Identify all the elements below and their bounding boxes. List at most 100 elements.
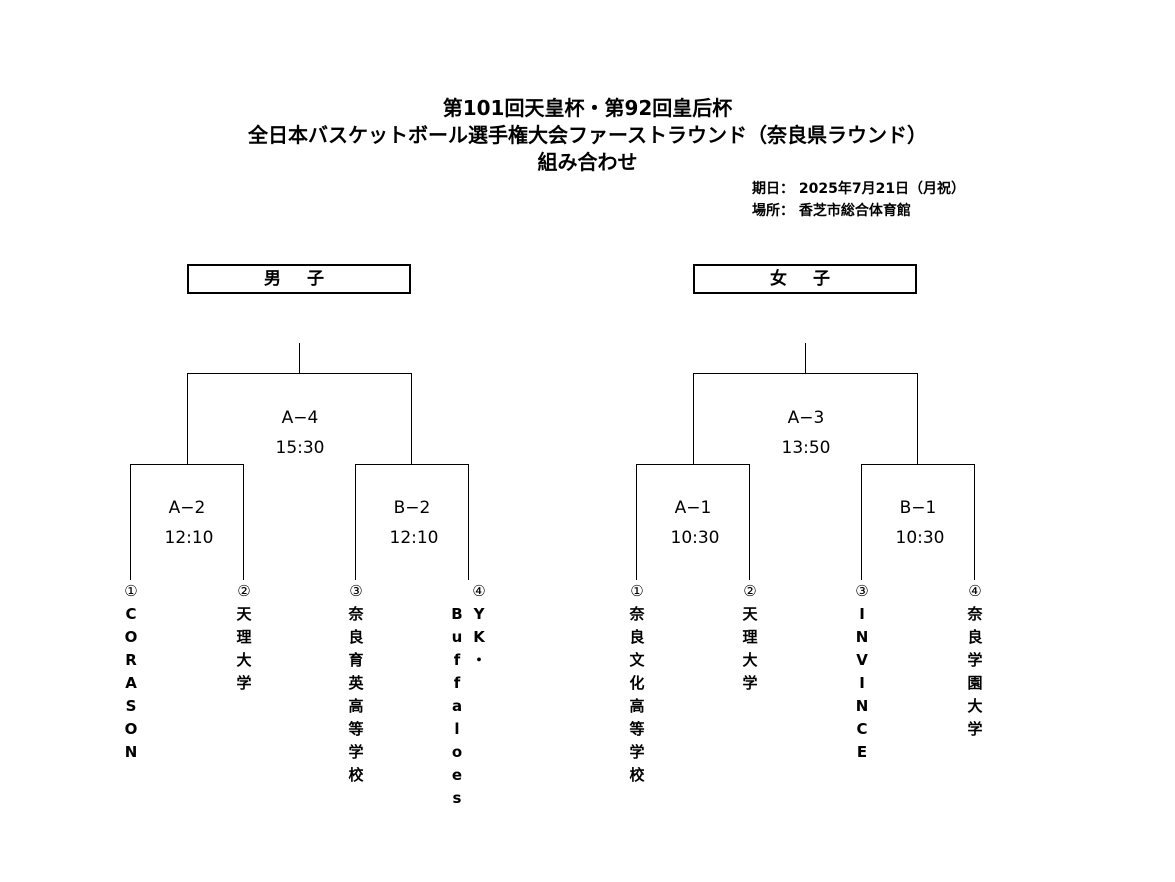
team-name-char: 大 [742,651,758,669]
team-name-char: 校 [348,766,364,784]
team-name-char: O [124,628,138,646]
men-final-time: 15:30 [275,438,325,458]
team-name-char: E [856,743,868,761]
team-name-char: 奈 [348,605,364,623]
women-heading: 女 子 [693,264,917,294]
men-semi2-bar [355,464,469,465]
team-name-char: A [125,674,137,692]
team-name-char: 校 [629,766,645,784]
team-name-char: I [859,605,865,623]
men-semi1-bar [130,464,244,465]
team-name-char: C [856,720,868,738]
women-final-stem [805,343,806,373]
team-name-char: 高 [629,697,645,715]
men-final-code: A−4 [281,408,319,428]
team-name-char: 学 [967,651,983,669]
men-team-3: ③ 奈良育英高等学校 [345,580,367,787]
team-name-char: S [125,697,137,715]
team-name-char: e [451,766,463,784]
men-semi2-left-leg [355,464,356,580]
team-name-char: 理 [236,628,252,646]
women-semi1-bar [636,464,750,465]
men-final-left-leg [187,373,188,464]
seed-mark: ② [237,582,251,600]
team-name-char: B [451,605,463,623]
team-name-char: Y [473,605,485,623]
women-semi1-time: 10:30 [670,528,720,548]
title-line-2: 全日本バスケットボール選手権大会ファーストラウンド（奈良県ラウンド） [248,123,927,147]
team-name-char: 大 [967,697,983,715]
event-venue: 場所： 香芝市総合体育館 [752,203,911,219]
team-name-char: 良 [348,628,364,646]
team-name-char: 奈 [629,605,645,623]
women-semi1-left-leg [636,464,637,580]
men-final-right-leg [411,373,412,464]
team-name-char: 育 [348,651,364,669]
title-line-1: 第101回天皇杯・第92回皇后杯 [442,96,733,120]
seed-mark: ③ [855,582,869,600]
team-name-char: f [453,674,461,692]
team-name-char: R [125,651,137,669]
team-name-char: f [453,651,461,669]
seed-mark: ① [124,582,138,600]
team-name-char: C [125,605,137,623]
team-name-char: 文 [629,651,645,669]
seed-mark: ④ [472,582,486,600]
team-name-char: V [856,651,868,669]
team-name-char: s [452,789,462,807]
women-semi2-code: B−1 [899,498,937,518]
seed-mark: ① [630,582,644,600]
women-semi2-bar [861,464,975,465]
title-line-3: 組み合わせ [537,150,638,174]
team-name-char: 学 [742,674,758,692]
seed-mark: ④ [968,582,982,600]
women-final-time: 13:50 [781,438,831,458]
team-name-char: 良 [629,628,645,646]
team-name-char: 大 [236,651,252,669]
team-name-char: u [451,628,463,646]
team-name-char: 天 [236,605,252,623]
team-name-char: 等 [629,720,645,738]
seed-mark: ② [743,582,757,600]
men-semi1-right-leg [243,464,244,580]
team-name-char: O [124,720,138,738]
team-name-char: N [855,697,869,715]
team-name-char: 良 [967,628,983,646]
women-final-bar [693,373,918,374]
event-date: 期日： 2025年7月21日（月祝） [752,181,966,197]
seed-mark: ③ [349,582,363,600]
women-semi2-left-leg [861,464,862,580]
team-name-char: 学 [348,743,364,761]
women-final-left-leg [693,373,694,464]
team-name-char: 高 [348,697,364,715]
team-name-char: 学 [236,674,252,692]
men-semi1-code: A−2 [168,498,206,518]
men-semi1-left-leg [130,464,131,580]
team-name-char: 奈 [967,605,983,623]
team-name-char: a [451,697,463,715]
team-name-char: 園 [967,674,983,692]
men-final-stem [299,343,300,373]
team-name-char: l [454,720,460,738]
team-name-char: N [855,628,869,646]
team-name-char: I [859,674,865,692]
team-name-char: 英 [348,674,364,692]
men-semi1-time: 12:10 [164,528,214,548]
team-name-char: 化 [629,674,645,692]
men-team-2: ② 天理大学 [233,580,255,695]
women-semi1-right-leg [749,464,750,580]
team-name-char: 等 [348,720,364,738]
men-semi2-code: B−2 [393,498,431,518]
men-semi2-right-leg [468,464,469,580]
team-name-char: o [451,743,463,761]
men-semi2-time: 12:10 [389,528,439,548]
women-semi1-code: A−1 [674,498,712,518]
women-final-code: A−3 [787,408,825,428]
